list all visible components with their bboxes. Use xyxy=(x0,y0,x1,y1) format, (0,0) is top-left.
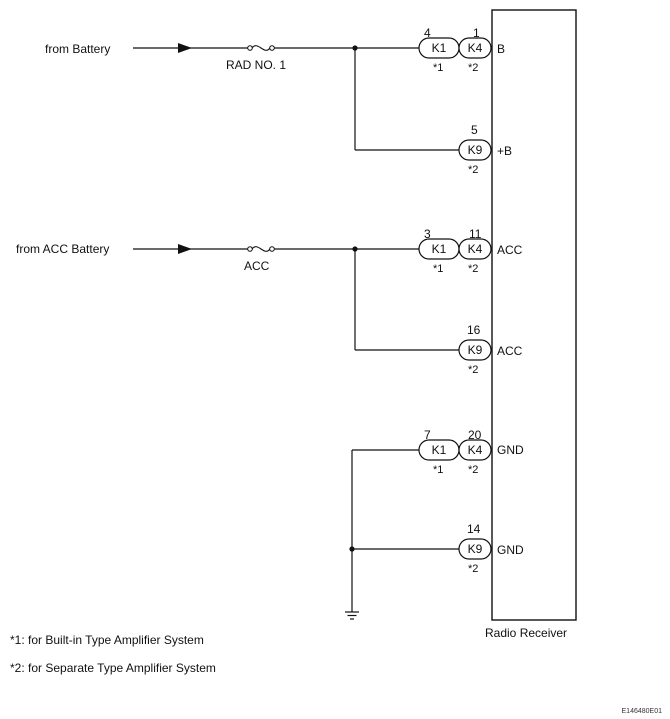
connector-k4-label: K4 xyxy=(468,443,483,457)
pin-number: 5 xyxy=(471,123,478,137)
pin-number: 3 xyxy=(424,227,431,241)
pin-number: 11 xyxy=(469,227,482,241)
connector-k4 xyxy=(458,238,492,260)
radio-receiver-label: Radio Receiver xyxy=(485,626,567,640)
connector-k9-label: K9 xyxy=(468,542,483,556)
radio-receiver-box xyxy=(491,9,577,621)
fuse-rad-icon xyxy=(247,45,275,51)
note-mark: *1 xyxy=(433,464,443,476)
connector-k9 xyxy=(458,339,492,361)
terminal-acc-label: ACC xyxy=(497,243,523,257)
ground-icon xyxy=(345,611,359,620)
battery-arrow-head xyxy=(178,43,192,53)
note-mark: *2 xyxy=(468,364,478,376)
source-battery-label: from Battery xyxy=(45,42,110,56)
connector-k1-label: K1 xyxy=(432,443,447,457)
connector-k9-label: K9 xyxy=(468,343,483,357)
pin-number: 1 xyxy=(473,26,480,40)
pin-number: 7 xyxy=(424,428,431,442)
figure-code: E146480E01 xyxy=(621,708,662,715)
terminal-plus-b-label: +B xyxy=(497,144,512,158)
connector-k4-label: K4 xyxy=(468,41,483,55)
terminal-gnd-label: GND xyxy=(497,443,524,457)
connector-k1-label: K1 xyxy=(432,41,447,55)
note-mark: *2 xyxy=(468,263,478,275)
acc-arrow-head xyxy=(178,244,192,254)
fuse-acc-label: ACC xyxy=(244,259,270,273)
fuse-acc-icon xyxy=(247,246,275,252)
pin-number: 16 xyxy=(467,323,481,337)
note-mark: *2 xyxy=(468,464,478,476)
terminal-acc-label: ACC xyxy=(497,344,523,358)
connector-k4 xyxy=(458,37,492,59)
connector-k1-label: K1 xyxy=(432,242,447,256)
footnote-1: *1: for Built-in Type Amplifier System xyxy=(10,633,204,647)
note-mark: *1 xyxy=(433,263,443,275)
note-mark: *2 xyxy=(468,164,478,176)
pin-number: 4 xyxy=(424,26,431,40)
footnote-2: *2: for Separate Type Amplifier System xyxy=(10,661,216,675)
source-acc-battery-label: from ACC Battery xyxy=(16,242,109,256)
fuse-rad-label: RAD NO. 1 xyxy=(226,58,286,72)
connector-k4 xyxy=(458,439,492,461)
note-mark: *2 xyxy=(468,62,478,74)
connector-k9 xyxy=(458,538,492,560)
pin-number: 14 xyxy=(467,522,481,536)
terminal-gnd-label: GND xyxy=(497,543,524,557)
pin-number: 20 xyxy=(468,428,482,442)
terminal-b-label: B xyxy=(497,42,505,56)
connector-k9-label: K9 xyxy=(468,143,483,157)
note-mark: *1 xyxy=(433,62,443,74)
note-mark: *2 xyxy=(468,563,478,575)
connector-k4-label: K4 xyxy=(468,242,483,256)
connector-k9 xyxy=(458,139,492,161)
